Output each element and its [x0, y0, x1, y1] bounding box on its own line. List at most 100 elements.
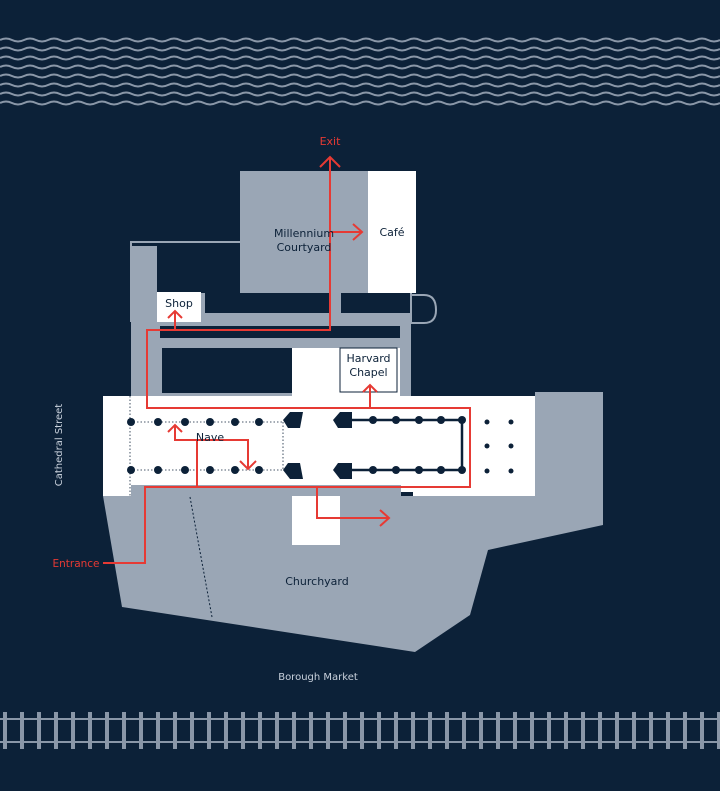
chapel-label-line1: Harvard	[346, 352, 391, 365]
wave-line	[0, 73, 720, 79]
rail-sleeper	[428, 712, 432, 749]
entrance-label: Entrance	[52, 558, 100, 570]
rail-sleeper	[581, 712, 585, 749]
rail-sleeper	[190, 712, 194, 749]
river-waves	[0, 37, 720, 106]
rail-sleeper	[258, 712, 262, 749]
rail-sleeper	[717, 712, 720, 749]
nave-column	[206, 418, 214, 426]
railway	[0, 712, 720, 749]
nave-column	[154, 418, 162, 426]
void-right	[341, 293, 410, 313]
route-shop-arrow	[147, 309, 183, 331]
corridor-link	[131, 246, 157, 326]
pier-nw	[283, 412, 303, 428]
rail-sleeper	[20, 712, 24, 749]
nave-column	[181, 466, 189, 474]
rail-sleeper	[360, 712, 364, 749]
rail-sleeper	[496, 712, 500, 749]
churchyard-label: Churchyard	[285, 575, 349, 588]
nave-column	[127, 418, 135, 426]
nave-column	[181, 418, 189, 426]
rail-sleeper	[71, 712, 75, 749]
wave-line	[0, 100, 720, 106]
pier-se	[333, 463, 352, 479]
cafe-block	[368, 171, 416, 293]
courtyard-label-line1: Millennium	[273, 227, 335, 240]
market-label: Borough Market	[278, 672, 358, 683]
pier-sw	[283, 463, 303, 479]
street-label: Cathedral Street	[54, 403, 65, 487]
retrochoir-column	[508, 443, 514, 449]
rail-sleeper	[513, 712, 517, 749]
pier-ne	[333, 412, 352, 428]
nave-column	[127, 466, 135, 474]
route-entrance-line	[103, 158, 471, 564]
void-top	[205, 293, 330, 313]
rail-sleeper	[156, 712, 160, 749]
rail-sleeper	[377, 712, 381, 749]
route-churchyard-arrow	[316, 487, 391, 527]
rail-sleeper	[615, 712, 619, 749]
rail-sleeper	[343, 712, 347, 749]
rail-sleeper	[683, 712, 687, 749]
cathedral-interior	[103, 396, 535, 545]
rail-sleeper	[241, 712, 245, 749]
chapel-label: Harvard Chapel	[340, 352, 397, 380]
wave-line	[0, 46, 720, 52]
rail-sleeper	[122, 712, 126, 749]
void-left	[162, 348, 292, 393]
nave-column	[154, 466, 162, 474]
nave-column	[255, 418, 263, 426]
rail-sleeper	[547, 712, 551, 749]
rail-sleeper	[292, 712, 296, 749]
retrochoir-column	[484, 419, 490, 425]
retrochoir-column	[508, 419, 514, 425]
rail-sleeper	[445, 712, 449, 749]
rail-sleeper	[632, 712, 636, 749]
shop-block	[157, 292, 201, 322]
route-nave-loop	[167, 423, 257, 487]
rail-sleeper	[564, 712, 568, 749]
rail-sleeper	[207, 712, 211, 749]
rail-sleeper	[224, 712, 228, 749]
rail-sleeper	[139, 712, 143, 749]
chapel-label-line2: Chapel	[349, 366, 388, 379]
nave-column	[231, 466, 239, 474]
churchyard-divider	[189, 496, 213, 618]
wave-line	[0, 82, 720, 88]
void-middle	[160, 326, 400, 338]
rail-sleeper	[462, 712, 466, 749]
rail-sleeper	[37, 712, 41, 749]
shop-label: Shop	[165, 297, 193, 310]
rail-sleeper	[666, 712, 670, 749]
retrochoir-column	[484, 443, 490, 449]
route-chapel-arrow	[362, 383, 378, 408]
cafe-label: Café	[379, 226, 405, 239]
churchyard-area	[103, 392, 603, 652]
rail-sleeper	[275, 712, 279, 749]
lane-outline	[130, 241, 438, 324]
choir-arcade	[352, 418, 464, 472]
wave-line	[0, 37, 720, 43]
nave-column	[206, 466, 214, 474]
rail-sleeper	[173, 712, 177, 749]
wave-line	[0, 64, 720, 70]
rail-sleeper	[411, 712, 415, 749]
route-cafe-branch	[330, 223, 364, 241]
rail-sleeper	[530, 712, 534, 749]
rail-sleeper	[309, 712, 313, 749]
rail-sleeper	[700, 712, 704, 749]
rail-sleeper	[3, 712, 7, 749]
aisle-grey	[131, 485, 401, 496]
wave-line	[0, 91, 720, 97]
rail-sleeper	[598, 712, 602, 749]
courtyard-label: Millennium Courtyard	[242, 227, 366, 255]
retrochoir-column	[508, 468, 514, 474]
rail-sleeper	[394, 712, 398, 749]
rail-sleeper	[479, 712, 483, 749]
nave-column	[231, 418, 239, 426]
nave-label: Nave	[195, 431, 225, 444]
rail-sleeper	[88, 712, 92, 749]
